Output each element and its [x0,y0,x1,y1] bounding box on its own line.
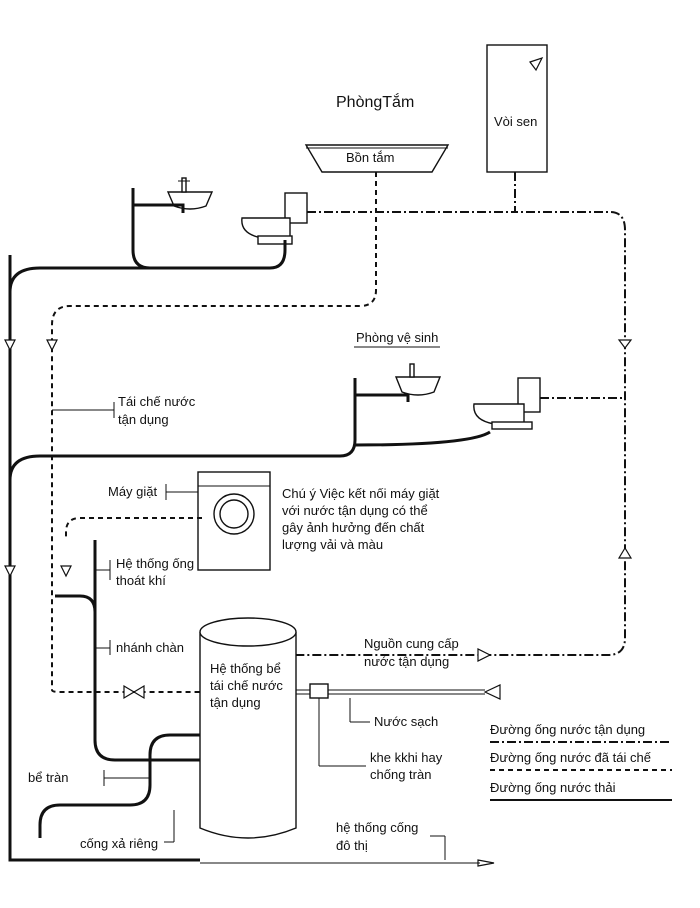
clean-water-label: Nước sạch [374,714,439,729]
recycling-tank [199,617,297,839]
reuse-pipes [296,172,626,656]
legend-recycled-label: Đường ống nước đã tái chế [490,750,651,765]
tank-label-2: tái chế nước [210,678,283,693]
vent-system-label-2: thoát khí [116,573,166,588]
note-line-2: với nước tận dụng có thể [282,503,428,518]
bathtub-label: Bồn tắm [346,150,395,165]
air-gap-label-2: chống tràn [370,767,432,782]
note-line-1: Chú ý Việc kết nối máy giặt [282,486,440,501]
note-line-3: gây ảnh hưởng đến chất [282,520,425,535]
city-sewer-label-1: hệ thống cống [336,820,419,835]
reuse-supply-label-1: Nguồn cung cấp [364,636,459,651]
washing-machine [197,471,271,571]
reuse-recycled-label-2: tận dụng [118,412,169,427]
upper-toilet [241,192,308,245]
leader-lines [52,346,446,860]
note-line-4: lượng vải và màu [282,537,384,552]
shower-unit [486,44,548,173]
clean-water-pipe [296,683,501,700]
flow-arrows [4,339,633,867]
air-gap-label-1: khe kkhi hay [370,750,443,765]
tank-label-1: Hệ thống bể [210,661,281,676]
private-drain-label: cống xả riêng [80,836,159,851]
shower-label: Vòi sen [494,114,538,129]
toilet-room-title: Phòng vệ sinh [356,330,439,345]
overflow-label: bể tràn [28,770,69,785]
legend-reuse-label: Đường ống nước tận dụng [490,722,646,737]
legend-waste-label: Đường ống nước thải [490,780,616,795]
lower-toilet [473,377,541,430]
city-sewer-label-2: đô thị [336,838,368,853]
branch-label: nhánh chàn [116,640,184,655]
lower-sink [394,363,442,396]
washing-machine-label: Máy giặt [108,484,158,499]
waste-pipes [8,188,491,862]
reuse-recycled-label-1: Tái chế nước [118,394,196,409]
bathtub [304,144,450,173]
recycled-pipes [51,172,377,693]
tank-label-3: tận dụng [210,695,261,710]
bathroom-title: PhòngTắm [336,94,415,111]
reuse-supply-label-2: nước tận dụng [364,654,450,669]
legend-lines [490,741,672,801]
vent-system-label-1: Hệ thống ống [116,556,195,571]
